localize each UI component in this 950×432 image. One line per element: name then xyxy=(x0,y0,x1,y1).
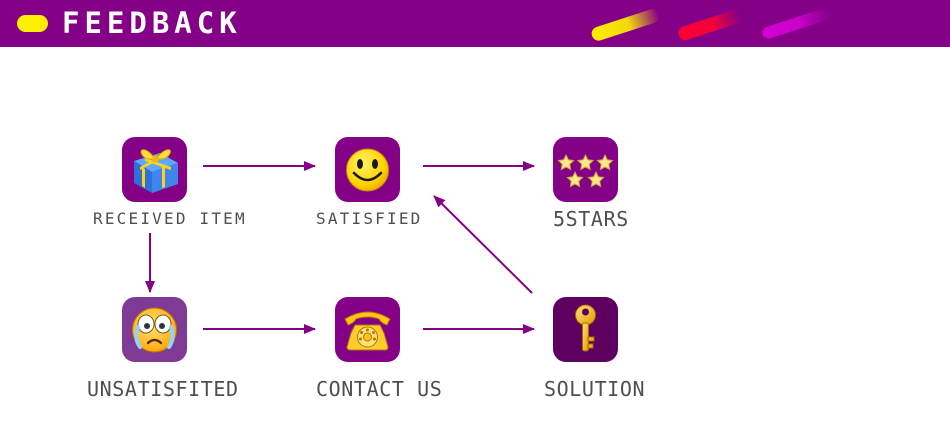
node-label: SATISFIED xyxy=(316,209,423,228)
telephone-icon xyxy=(335,297,400,362)
red-streak xyxy=(678,10,742,40)
node-label: SOLUTION xyxy=(544,377,646,401)
header-pill-icon xyxy=(17,15,48,32)
header-bar: FEEDBACK xyxy=(0,0,950,47)
key-icon xyxy=(553,297,618,362)
crying-face-icon xyxy=(122,297,187,362)
node-label: CONTACT US xyxy=(316,377,443,401)
yellow-streak xyxy=(591,9,659,41)
node-label: UNSATISFITED xyxy=(87,377,239,401)
page-title: FEEDBACK xyxy=(62,6,242,40)
node-label: RECEIVED ITEM xyxy=(93,209,247,228)
node-label: 5STARS xyxy=(553,207,629,231)
color-streaks-decoration xyxy=(591,8,830,41)
magenta-streak xyxy=(762,8,830,39)
arrow-solution-to-satisfied xyxy=(433,195,533,294)
five-stars-icon xyxy=(553,137,618,202)
smiley-face-icon xyxy=(335,137,400,202)
gift-icon xyxy=(122,137,187,202)
